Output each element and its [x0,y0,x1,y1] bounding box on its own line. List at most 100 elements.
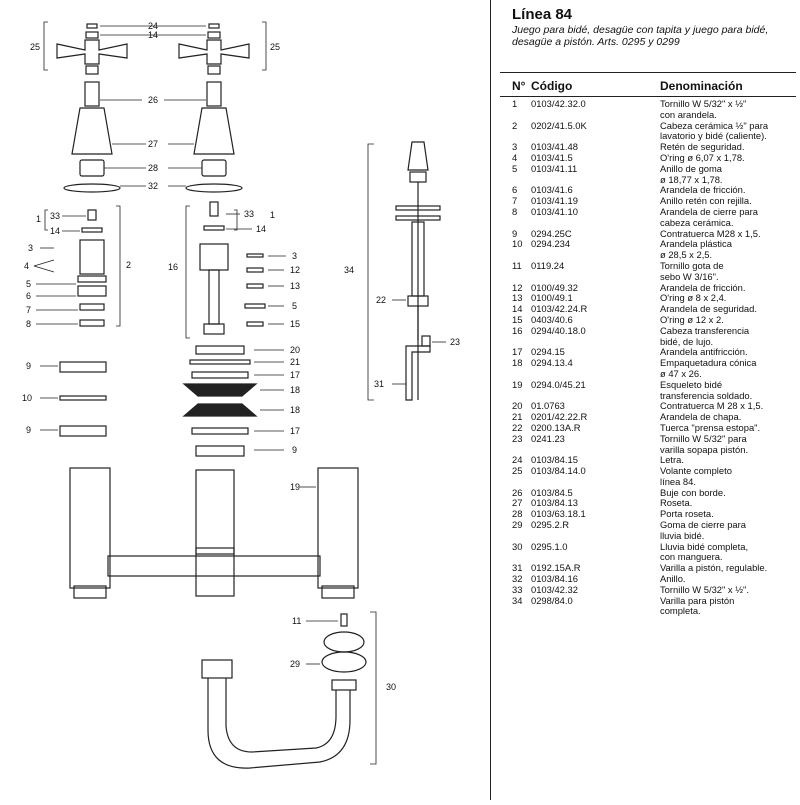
shower-hose-inner [225,678,337,753]
plate-washer-21 [189,359,251,365]
part-number: 22 [512,421,523,433]
callout-34: 34 [344,265,354,275]
bushing-right [206,81,222,107]
plastic-washer-10 [59,395,107,401]
callout-23: 23 [450,337,460,347]
part-code: 0103/84.15 [531,454,578,466]
exploded-parts-diagram: 24 14 25 25 26 27 28 32 1 33 14 3 4 2 5 … [22,21,460,769]
part-name: Roseta. [660,497,693,509]
callout-9-right: 9 [292,445,297,455]
part-code: 0294.234 [531,238,571,250]
rosette-left [71,107,113,155]
part-code: 0103/84.13 [531,497,578,509]
part-number: 10 [512,238,523,250]
part-name: Tornillo gota de sebo W 3/16". [660,259,724,282]
part-name: O'ring ø 6,07 x 1,78. [660,151,745,163]
part-number: 25 [512,465,523,477]
callout-32: 32 [148,181,158,191]
callout-33-left: 33 [50,211,60,221]
callout-12: 12 [290,265,300,275]
antifriction-17-top [191,371,249,379]
part-number: 14 [512,303,523,315]
part-name: Tornillo W 5/32" x ½". [660,583,749,595]
piston-knob [407,141,429,171]
part-number: 20 [512,400,523,412]
hose-nut [201,659,233,679]
callout-11: 11 [292,616,301,626]
part-code: 0298/84.0 [531,594,573,606]
part-number: 29 [512,519,523,531]
part-code: 0294.15 [531,346,565,358]
washer-14-right [203,225,225,231]
friction-washer-left [77,275,107,283]
part-number: 11 [512,259,522,271]
part-name: Cabeza transferencia bidé, de lujo. [660,324,750,347]
callout-22: 22 [376,295,386,305]
cross-handle-left [56,39,128,65]
col-header-number: N° [512,79,526,93]
screw-33-right [209,201,219,217]
part-name: Contratuerca M 28 x 1,5. [660,400,764,412]
rosette-holder-left [79,159,105,177]
body-center-joint [195,547,235,597]
part-code: 0202/41.5.0K [531,119,587,131]
part-name: Volante completo línea 84. [660,465,732,487]
part-name: Retén de seguridad. [660,141,745,153]
part-12 [246,267,264,273]
part-name: Esqueleto bidé transferencia soldado. [660,378,753,401]
ring-right [185,183,243,193]
part-code: 0100/49.1 [531,292,573,304]
part-name: Contratuerca M28 x 1,5. [660,227,761,239]
callout-17-bottom: 17 [290,426,300,436]
callout-25-right: 25 [270,42,280,52]
shower-connector [331,679,357,691]
part-3-right [246,253,264,258]
body-crossbar [107,555,321,577]
callout-18-top: 18 [290,385,300,395]
part-name: Anillo. [660,573,686,585]
part-code: 0100/49.32 [531,281,578,293]
transfer-stem [208,269,220,325]
part-number: 27 [512,497,523,509]
transfer-base [203,323,225,335]
lock-nut-20 [195,345,245,355]
part-number: 6 [512,184,518,196]
panel-divider [490,0,491,800]
part-code: 0192.15A.R [531,562,581,574]
part-code: 0201/42.22.R [531,411,588,423]
part-number: 28 [512,508,523,520]
part-code: 0294.13.4 [531,357,573,369]
screw-33-left [87,209,97,221]
part-code: 0103/42.32.0 [531,98,586,109]
callout-2: 2 [126,260,131,270]
part-name: Tuerca "prensa estopa". [660,421,761,433]
callout-28: 28 [148,163,158,173]
callout-27: 27 [148,139,158,149]
seal-washer-7-left [79,303,105,311]
part-code: 0403/40.6 [531,313,573,325]
callout-14-top: 14 [148,30,158,40]
part-number: 24 [512,454,523,466]
part-name: Arandela de seguridad. [660,303,757,315]
part-name: O'ring ø 8 x 2,4. [660,292,727,304]
part-number: 8 [512,205,518,217]
piston-washer-mid [395,215,441,221]
callout-6: 6 [26,291,31,301]
part-code: 0103/41.5 [531,151,573,163]
part-code: 0103/84.5 [531,486,573,498]
part-name: Varilla para pistón completa. [660,594,735,617]
part-number: 16 [512,324,523,336]
